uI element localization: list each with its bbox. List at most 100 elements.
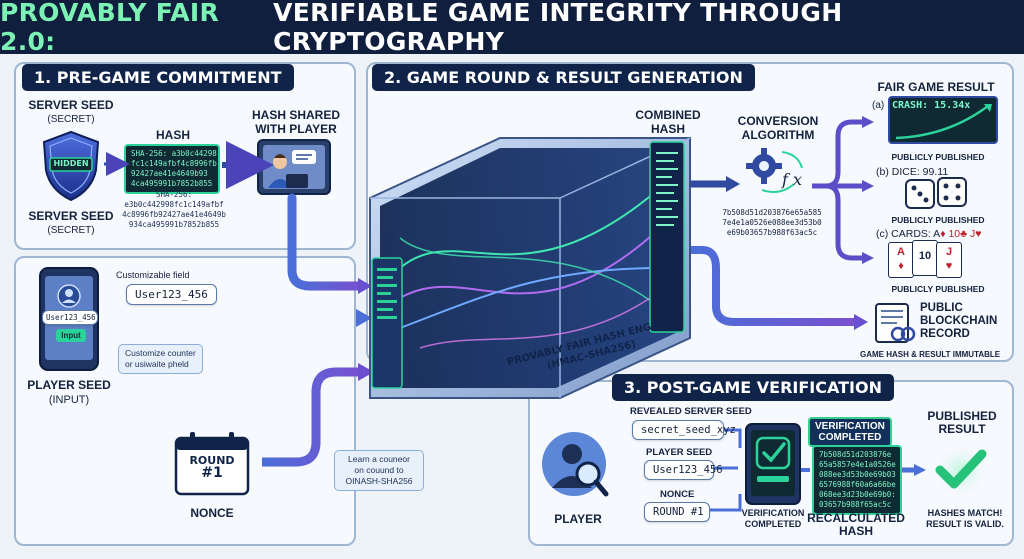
crash-caption: PUBLICLY PUBLISHED — [891, 152, 985, 162]
conversion-label-2: ALGORITHM — [741, 128, 815, 142]
cards-text: (c) CARDS: A — [876, 228, 941, 240]
player-screen-icon — [257, 139, 331, 195]
verify-player-seed-field[interactable]: User123_456 — [644, 460, 723, 480]
verify-nonce-label: NONCE — [660, 489, 695, 500]
nonce-label: NONCE — [190, 506, 234, 520]
conversion-hash: 7b508d51d203876e65a585 7e4e1a0526e088ee3… — [704, 208, 840, 238]
conversion-hash-line: e69b03657b988f63ac5c — [726, 228, 818, 237]
recalc-label-line: RECALCULATED — [807, 511, 905, 525]
badge-line: COMPLETED — [818, 432, 882, 443]
section-title-game-round: 2. GAME ROUND & RESULT GENERATION — [372, 64, 755, 91]
verification-device-icon — [745, 423, 801, 505]
recalc-line: 03657b988f65ac5c — [819, 500, 892, 509]
blockchain-icon — [875, 303, 916, 343]
gear-icon — [746, 148, 803, 193]
hash-label: HASH — [155, 128, 190, 142]
section-title-pre-game: 1. PRE-GAME COMMITMENT — [22, 64, 294, 91]
card-ten: 10 — [912, 240, 938, 276]
server-seed-label: SERVER SEED — [28, 98, 114, 112]
revealed-seed-label: REVEALED SERVER SEED — [630, 406, 752, 417]
blockchain-label: PUBLIC BLOCKCHAIN RECORD — [920, 302, 997, 341]
dice-value: (b) DICE: 99.11 — [876, 166, 949, 178]
blockchain-line: PUBLIC — [920, 302, 963, 314]
checkmark-icon — [935, 445, 987, 497]
title-highlight: PROVABLY FAIR 2.0: — [0, 0, 220, 56]
hash-caption-line: 934ca495991b7852b855 — [128, 220, 220, 229]
hash-shared-label: HASH SHARED — [251, 108, 340, 122]
combined-hash-label-2: HASH — [650, 122, 685, 136]
cards-value: (c) CARDS: A♦ 10♣ J♥ — [876, 228, 981, 240]
card-ace: A♦ — [888, 242, 914, 278]
dice-caption: PUBLICLY PUBLISHED — [891, 215, 985, 225]
fair-result-title: FAIR GAME RESULT — [877, 80, 995, 94]
recalc-line: 088ee3d53b0e69b03 — [819, 470, 896, 479]
recalc-label-line: HASH — [838, 524, 873, 538]
card-suit: ♦ — [898, 260, 904, 272]
customizable-field-label: Customizable field — [116, 270, 190, 280]
crash-chart-icon — [888, 96, 998, 144]
hash-line: fc1c149afbf4c8996fb — [131, 159, 217, 168]
published-line: RESULT — [938, 422, 986, 436]
recalc-line: 6576988f60a6a66be — [819, 480, 896, 489]
server-seed-sub: (SECRET) — [47, 114, 95, 125]
combined-hash-label: COMBINED — [635, 108, 701, 122]
player-seed-note: Customize counter or usiwaite pheld — [118, 344, 203, 374]
formula-text: f x — [782, 170, 803, 189]
dice-icon — [905, 177, 967, 209]
hash-caption-line: e3b0c442998fc1c149afbf — [124, 200, 224, 209]
player-seed-sub: (INPUT) — [48, 394, 90, 406]
recalculated-hash-label: RECALCULATED HASH — [806, 512, 906, 538]
badge-line: VERIFICATION — [815, 421, 885, 432]
cards-caption: PUBLICLY PUBLISHED — [891, 284, 985, 294]
hash-box: SHA-256: a3b0c44298 fc1c149afbf4c8996fb … — [124, 144, 220, 194]
calendar-icon — [174, 432, 250, 496]
player-seed-field[interactable]: User123_456 — [126, 284, 217, 305]
recalc-line: 65a5857e4e1a0526e — [819, 460, 896, 469]
title-bar: PROVABLY FAIR 2.0: VERIFIABLE GAME INTEG… — [0, 0, 1024, 56]
card-jack: J♥ — [936, 242, 962, 278]
card-rank: J — [945, 246, 953, 258]
verify-nonce-field[interactable]: ROUND #1 — [644, 502, 710, 522]
note-line: OINASH-SHA256 — [345, 476, 413, 486]
shield-text: HIDDEN — [53, 159, 89, 168]
verify-player-label: PLAYER — [554, 512, 602, 526]
device-caption-line: COMPLETED — [744, 519, 802, 529]
conversion-hash-line: 7e4e1a0526e088ee3d53b0 — [722, 218, 822, 227]
published-result-label: PUBLISHED RESULT — [922, 410, 1002, 436]
section-title-post-game: 3. POST-GAME VERIFICATION — [612, 374, 894, 401]
calendar-round-text: ROUND #1 — [176, 454, 248, 480]
hash-line: SHA-256: a3b0c44298 — [131, 149, 217, 158]
hash-engine — [369, 137, 691, 399]
note-line: on couund to — [354, 465, 404, 475]
player-magnifier-icon — [542, 432, 609, 497]
conversion-label: CONVERSION — [737, 114, 819, 128]
card-suit: ♥ — [945, 260, 953, 272]
note-line: Learn a couneor — [348, 454, 410, 464]
server-seed-sub-bottom: (SECRET) — [47, 225, 95, 236]
hash-caption-line: SHA-256: — [155, 190, 193, 199]
revealed-seed-field[interactable]: secret_seed_xyz — [632, 420, 736, 440]
hash-line: 92427ae41e4649b93 — [131, 169, 208, 178]
hash-shared-label-2: WITH PLAYER — [255, 122, 337, 136]
phone-seed-input[interactable]: User123_456 — [42, 310, 98, 325]
recalculated-hash-box: 7b508d51d203876e 65a5857e4e1a0526e 088ee… — [812, 445, 902, 515]
match-line: HASHES MATCH! — [927, 508, 1003, 518]
note-line: Customize counter — [125, 348, 196, 358]
published-line: PUBLISHED — [927, 409, 997, 423]
blockchain-line: BLOCKCHAIN — [920, 315, 998, 327]
hash-caption-line: 4c8996fb92427ae41e4649b — [122, 210, 226, 219]
crash-value: CRASH: 15.34x — [892, 100, 971, 111]
device-caption-line: VERIFICATION — [741, 508, 805, 518]
calendar-line: ROUND — [189, 454, 235, 467]
blockchain-line: RECORD — [920, 328, 970, 340]
note-line: or usiwaite pheld — [125, 359, 189, 369]
verify-player-seed-label: PLAYER SEED — [646, 447, 713, 458]
calendar-line: #1 — [201, 465, 223, 481]
match-line: RESULT IS VALID. — [926, 519, 1004, 529]
cards-suits: ♦ 10♣ J♥ — [940, 228, 982, 240]
phone-input-button[interactable]: Input — [56, 329, 86, 342]
card-rank: A — [897, 246, 905, 258]
crash-prefix: (a) — [872, 100, 885, 111]
verification-badge: VERIFICATION COMPLETED — [808, 417, 892, 447]
